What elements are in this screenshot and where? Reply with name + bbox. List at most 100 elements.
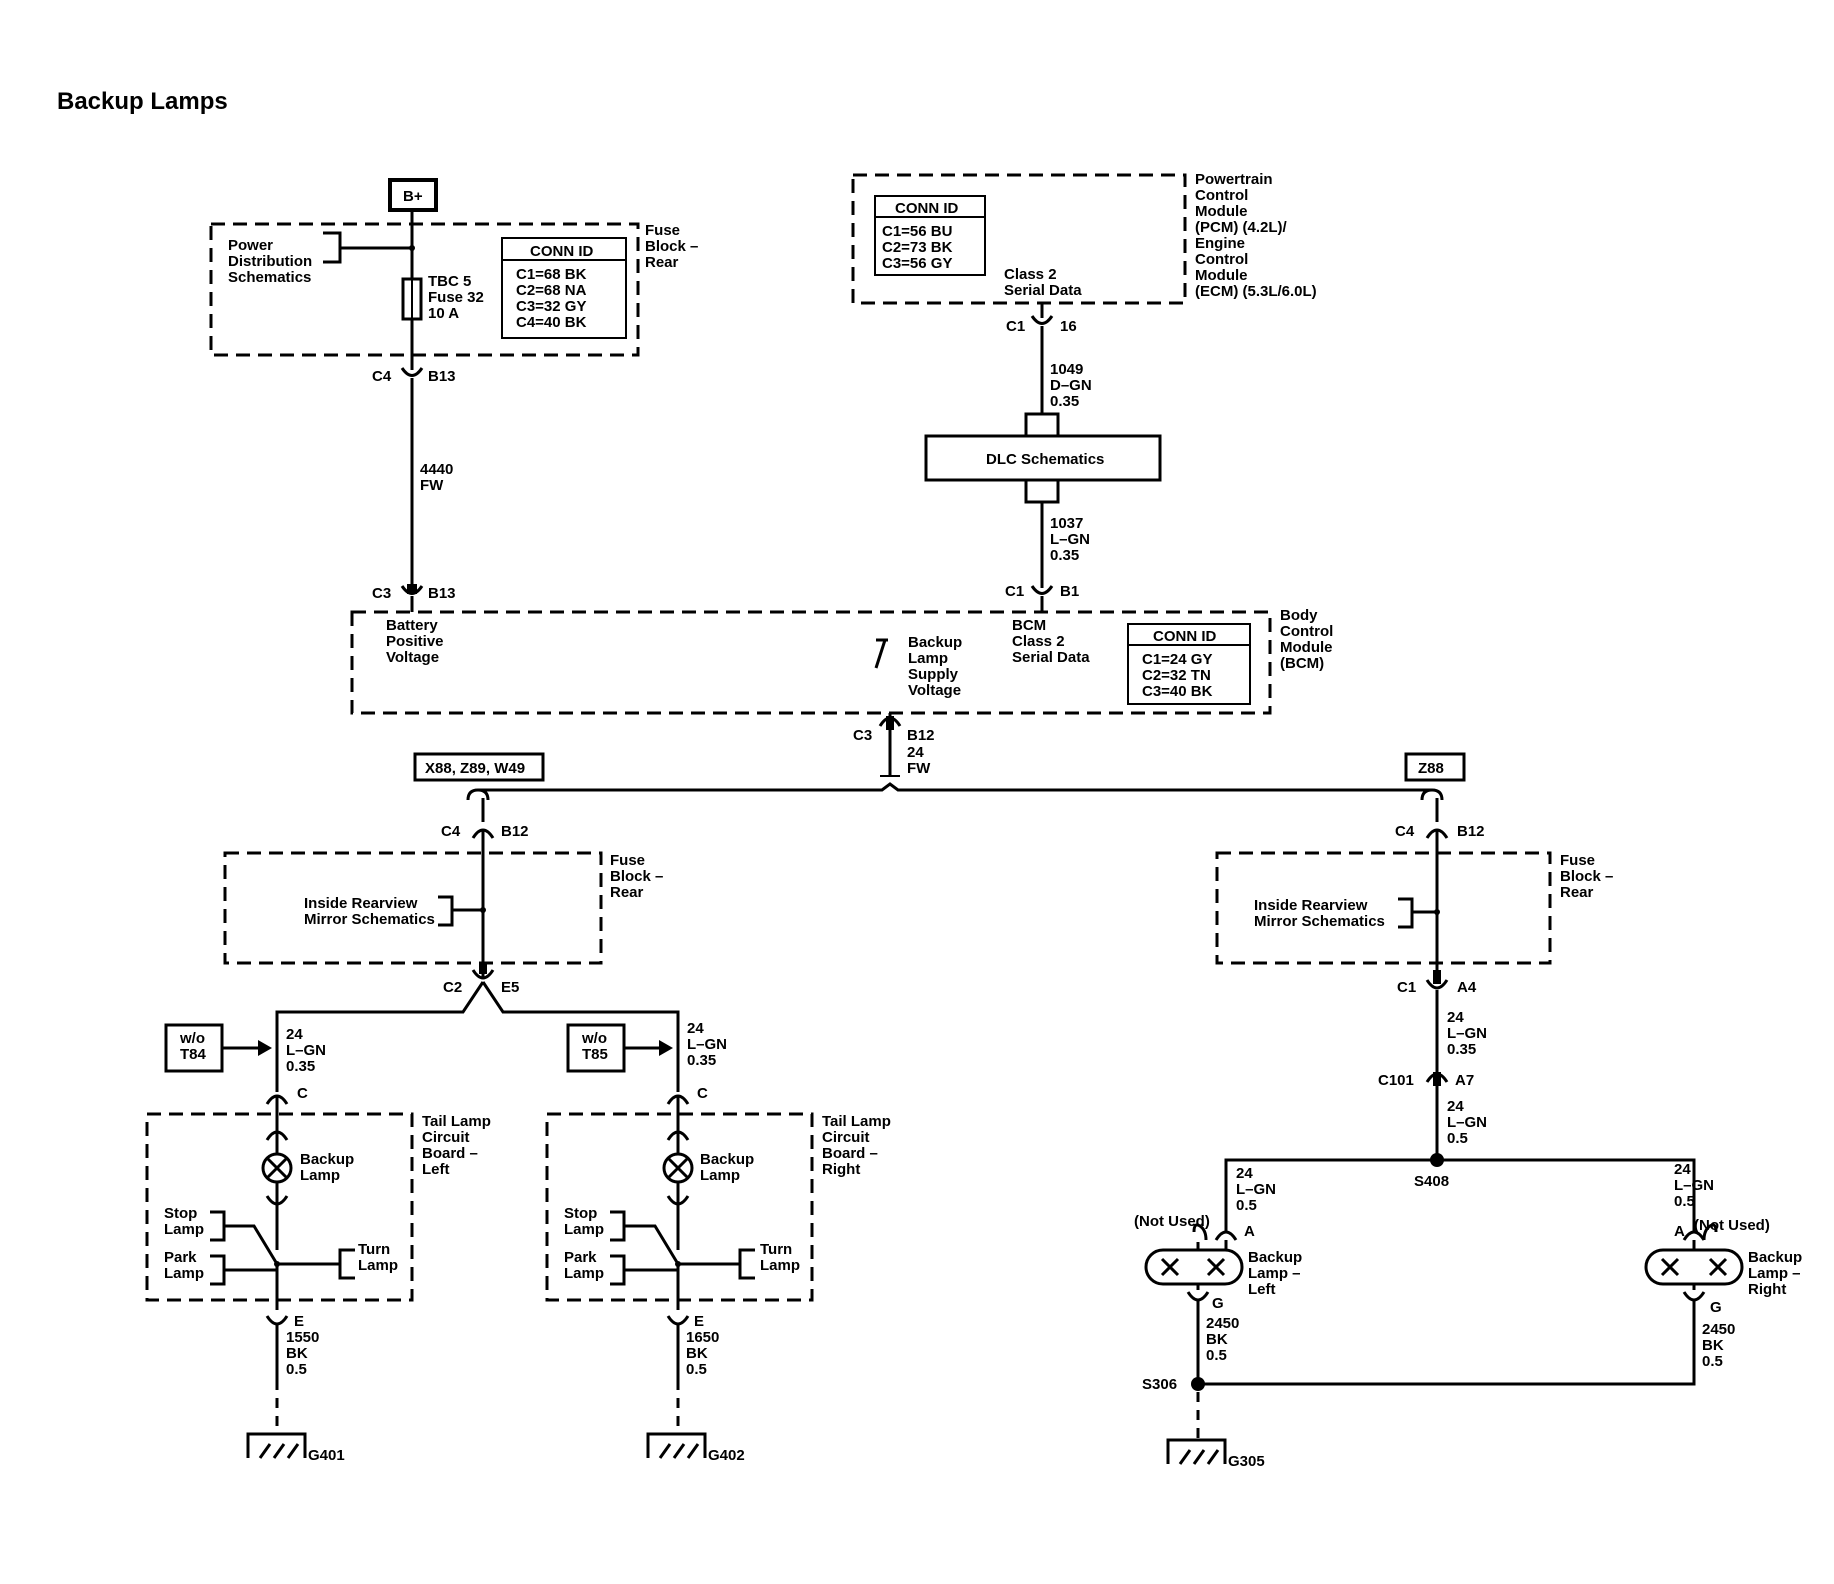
tl-left-wire-color: L–GN <box>286 1042 326 1059</box>
rb-gwire-r-gauge: 0.5 <box>1702 1353 1723 1370</box>
fb-left-mirror-2: Mirror Schematics <box>304 911 435 928</box>
tl-left-stop-2: Lamp <box>164 1221 204 1238</box>
fb-left-label-1: Fuse <box>610 852 645 869</box>
ground-g305-icon <box>1166 1438 1227 1465</box>
pcm-label-4: (PCM) (4.2L)/ <box>1195 219 1287 236</box>
wire-1037-color: L–GN <box>1050 531 1090 548</box>
pcm-conn-id-title: CONN ID <box>895 200 959 217</box>
fuse-block-rear-top: B+ Fuse Block – Rear Power Distribution … <box>209 178 698 588</box>
tl-right-park-2: Lamp <box>564 1265 604 1282</box>
bcm-out-wire-color: FW <box>907 760 931 777</box>
bcm-conn-row-3: C3=40 BK <box>1142 683 1213 700</box>
fb-right-mirror-dot <box>1434 909 1440 915</box>
option-left-label: X88, Z89, W49 <box>425 760 525 777</box>
dlc-bottom-connector <box>1024 480 1060 504</box>
tail-lamp-board-left: w/o T84 24 L–GN 0.35 C Tail Lamp Circuit… <box>145 1023 491 1464</box>
tl-left-wire-gauge: 0.35 <box>286 1058 315 1075</box>
tl-left-lamp-x <box>265 1156 289 1180</box>
tl-left-label-3: Board – <box>422 1145 478 1162</box>
rb-wire1-color: L–GN <box>1447 1025 1487 1042</box>
bcm-batt-label-1: Battery <box>386 617 438 634</box>
tl-right-label-3: Board – <box>822 1145 878 1162</box>
notused-l-hook <box>1192 1223 1208 1241</box>
tl-right-label-4: Right <box>822 1161 860 1178</box>
tl-left-stop-1: Stop <box>164 1205 197 1222</box>
bcm-outline <box>350 610 1272 715</box>
bcm-module: C3 B13 C1 B1 Body Control Module (BCM) B… <box>350 583 1333 777</box>
fb-right-b12-label: B12 <box>1457 823 1485 840</box>
tl-left-turn-1: Turn <box>358 1241 390 1258</box>
rb-lamp-r-2: Lamp – <box>1748 1265 1801 1282</box>
fb-left-mirror-1: Inside Rearview <box>304 895 418 912</box>
dlc-schematics-box <box>924 434 1162 482</box>
connector-c3-b13-pin <box>407 584 417 594</box>
tl-right-park-wire <box>610 1254 678 1286</box>
s408-distribution-wire <box>1224 1158 1696 1232</box>
ground-g402-label: G402 <box>708 1447 745 1464</box>
bcm-conn-row-1: C1=24 GY <box>1142 651 1212 668</box>
rb-wire1-size: 24 <box>1447 1009 1464 1026</box>
pcm-conn-c1-label: C1 <box>1006 318 1025 335</box>
tl-right-pin-e: E <box>694 1313 704 1330</box>
wire-1049-gauge: 0.35 <box>1050 393 1079 410</box>
ground-g305-label: G305 <box>1228 1453 1265 1470</box>
connector-lamp-l-g <box>1186 1291 1210 1302</box>
bcm-serial-label-2: Class 2 <box>1012 633 1065 650</box>
connector-c4-b13 <box>400 367 424 377</box>
pcm-outline <box>851 173 1187 305</box>
bplus-box <box>392 182 434 208</box>
wire-1049-color: D–GN <box>1050 377 1092 394</box>
option-bus-wire <box>478 782 1432 792</box>
fb-left-label-3: Rear <box>610 884 644 901</box>
bcm-out-c3-label: C3 <box>853 727 872 744</box>
backup-lamp-switch-symbol <box>874 638 888 669</box>
pds-label-3: Schematics <box>228 269 311 286</box>
rb-wire2-gauge: 0.5 <box>1447 1130 1468 1147</box>
connector-c2-e5-pin <box>479 962 487 974</box>
fuse-label-1: TBC 5 <box>428 273 471 290</box>
tl-left-lamp-label-1: Backup <box>300 1151 354 1168</box>
rb-gwire-l-gauge: 0.5 <box>1206 1347 1227 1364</box>
rb-pin-a-l: A <box>1244 1223 1255 1240</box>
connector-c1-a4 <box>1425 979 1449 990</box>
bcm-backup-label-1: Backup <box>908 634 962 651</box>
connector-c1-a4-pin <box>1433 970 1441 984</box>
wire-1550-id: 1550 <box>286 1329 319 1346</box>
wire-1650-gauge: 0.5 <box>686 1361 707 1378</box>
tl-right-stop-wire <box>610 1210 680 1265</box>
bcm-backup-label-2: Lamp <box>908 650 948 667</box>
fuse-block-label-3: Rear <box>645 254 679 271</box>
fb-left-mirror-bracket <box>438 895 483 927</box>
tl-left-turn-2: Lamp <box>358 1257 398 1274</box>
connector-c1-b1 <box>1030 585 1054 595</box>
bcm-conn-id-title: CONN ID <box>1153 628 1217 645</box>
tl-right-wire-color: L–GN <box>687 1036 727 1053</box>
wire-right-branch <box>481 981 680 1092</box>
option-right-label: Z88 <box>1418 760 1444 777</box>
fuse-block-right: C4 B12 Fuse Block – Rear Inside Rearview… <box>1215 798 1613 996</box>
ground-g402-icon <box>646 1432 707 1459</box>
fuse-block-left: C4 B12 Fuse Block – Rear Inside Rearview… <box>223 798 680 1092</box>
wire-1650-id: 1650 <box>686 1329 719 1346</box>
connector-lamp-l-a <box>1214 1230 1238 1241</box>
bcm-serial-label-1: BCM <box>1012 617 1046 634</box>
fb-left-c2-label: C2 <box>443 979 462 996</box>
rb-lamp-r-3: Right <box>1748 1281 1786 1298</box>
splice-s408-label: S408 <box>1414 1173 1449 1190</box>
rb-pin-g-r: G <box>1710 1299 1722 1316</box>
tl-right-lamp-label-2: Lamp <box>700 1167 740 1184</box>
pcm-conn-row-3: C3=56 GY <box>882 255 952 272</box>
connector-lamp-r-g <box>1682 1291 1706 1302</box>
pcm-label-7: Module <box>1195 267 1248 284</box>
pds-label-2: Distribution <box>228 253 312 270</box>
conn-c4-label: C4 <box>372 368 392 385</box>
bcm-out-wire-size: 24 <box>907 744 924 761</box>
rb-gwire-l-color: BK <box>1206 1331 1228 1348</box>
rb-wire-r-size: 24 <box>1674 1161 1691 1178</box>
wire-1037-gauge: 0.35 <box>1050 547 1079 564</box>
tl-right-wire-size: 24 <box>687 1020 704 1037</box>
pcm-module: Powertrain Control Module (PCM) (4.2L)/ … <box>851 171 1317 588</box>
fb-right-c1-label: C1 <box>1397 979 1416 996</box>
rb-pin-a-r: A <box>1674 1223 1685 1240</box>
